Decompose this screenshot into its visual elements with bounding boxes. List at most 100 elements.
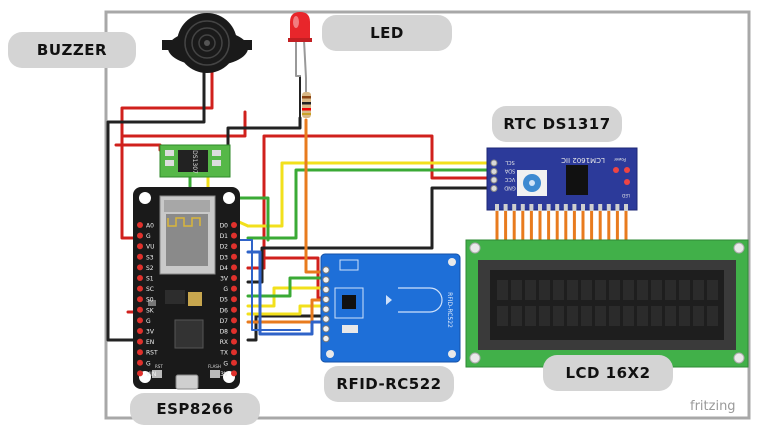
wires xyxy=(106,39,494,342)
esp-left-pin-label: EN xyxy=(146,339,154,346)
lcd-cell xyxy=(637,280,648,300)
esp-left-pin xyxy=(137,359,143,366)
rfid-rc522-board: RFID-RC522 xyxy=(320,253,461,363)
esp-right-pin-label: D1 xyxy=(220,233,229,240)
esp-right-pin xyxy=(231,306,237,313)
esp-left-pin xyxy=(137,275,143,281)
esp-left-pin-label: G xyxy=(146,318,151,325)
i2c-led-label: LED xyxy=(622,193,630,198)
lcd-cell xyxy=(693,306,704,326)
i2c-header-pins xyxy=(495,204,628,211)
esp-left-pin xyxy=(137,328,143,334)
esp-left-pin xyxy=(137,370,143,377)
rfid-pin xyxy=(322,325,330,333)
rtc-ds1307-module: DS1307 xyxy=(159,144,231,178)
lcd-cell xyxy=(595,306,606,326)
header-pin xyxy=(598,204,603,211)
i2c-power-label: Power xyxy=(614,157,626,162)
esp-right-pin-label: D0 xyxy=(220,223,229,230)
lcd-cell xyxy=(637,306,648,326)
esp-right-pin-label: D8 xyxy=(220,329,229,336)
lcd-cell xyxy=(693,280,704,300)
esp-left-pin-label: RST xyxy=(146,350,158,357)
esp-left-pin-label: G xyxy=(146,233,151,240)
lcd-cell xyxy=(595,280,606,300)
header-pin xyxy=(589,204,594,211)
esp-left-pin-label: SC xyxy=(146,286,154,293)
esp-right-pin-label: RX xyxy=(220,339,228,346)
esp-right-pin-label: 3V xyxy=(220,371,229,378)
lcd-cell xyxy=(567,306,578,326)
esp-flash-label: FLASH xyxy=(208,364,221,369)
i2c-pin xyxy=(490,159,498,167)
resistor xyxy=(302,92,311,118)
rtc-chip-label: DS1307 xyxy=(191,150,198,174)
esp-right-pin xyxy=(231,264,237,271)
header-pin xyxy=(503,204,508,211)
esp-left-pin xyxy=(137,306,143,313)
rfid-pin xyxy=(322,315,330,323)
esp-right-pin-label: G xyxy=(223,360,228,367)
esp-right-pin-label: D3 xyxy=(220,254,229,261)
header-pin xyxy=(555,204,560,211)
lcd-cell xyxy=(581,306,592,326)
i2c-pin xyxy=(490,168,498,175)
rfid-pin xyxy=(322,295,330,304)
esp-right-pin xyxy=(231,253,237,260)
lcd-cell xyxy=(553,280,564,300)
esp-left-pin-label: S2 xyxy=(146,265,154,272)
lcd-cell xyxy=(707,280,718,300)
lcd-cell xyxy=(539,306,550,326)
header-pin xyxy=(572,204,577,211)
esp-left-pin xyxy=(137,243,143,250)
lcd-cell xyxy=(553,306,564,326)
lcd-cell xyxy=(623,280,634,300)
lcd-cell xyxy=(679,280,690,300)
lcd-cell xyxy=(525,306,536,326)
lcd-cell xyxy=(497,306,508,326)
header-pin xyxy=(538,204,542,211)
lcd-cell xyxy=(511,280,522,300)
esp-right-pin xyxy=(231,359,237,366)
rfid-label: RFID-RC522 xyxy=(324,366,454,402)
esp-left-pin-label: VU xyxy=(146,244,155,251)
esp-rst-label: RST xyxy=(155,364,163,369)
lcd-cell xyxy=(665,280,676,300)
lcd-character-cells xyxy=(497,280,718,326)
buzzer-label: BUZZER xyxy=(8,32,136,68)
rfid-pin xyxy=(322,285,330,294)
esp-left-pin-label: G xyxy=(146,360,151,367)
esp-right-pin xyxy=(231,370,237,377)
esp-left-pin-label: S0 xyxy=(146,297,154,304)
lcd-cell xyxy=(679,306,690,326)
esp-right-pin xyxy=(231,317,237,324)
lcd-cell xyxy=(525,280,536,300)
i2c-pin-label: SDA xyxy=(504,168,515,174)
esp-right-pin-label: G xyxy=(223,286,228,293)
header-pin xyxy=(512,204,517,211)
esp-left-pin xyxy=(137,317,143,324)
led xyxy=(288,12,312,42)
esp-right-pin-label: D5 xyxy=(220,297,229,304)
i2c-pin-label: SCL xyxy=(505,159,515,165)
esp-left-pin xyxy=(137,349,143,356)
esp-right-pin-label: D7 xyxy=(220,318,229,325)
header-pin xyxy=(546,204,551,211)
esp-right-pin xyxy=(231,349,237,356)
esp-left-pin xyxy=(137,232,143,239)
esp-right-pin xyxy=(231,222,237,228)
esp-left-pin xyxy=(137,222,143,228)
lcd-cell xyxy=(707,306,718,326)
rfid-pin-column xyxy=(322,266,330,343)
esp-right-pin-label: D4 xyxy=(220,265,229,272)
fritzing-brand: fritzing xyxy=(690,399,736,414)
i2c-pin-label: VCC xyxy=(504,176,515,182)
esp8266-board: RST FLASH A0GVUS3S2S1SCS0SKG3VENRSTGVIN … xyxy=(133,187,240,390)
lcd-cell xyxy=(539,280,550,300)
lcd-cell xyxy=(581,280,592,300)
lcd-cell xyxy=(609,280,620,300)
